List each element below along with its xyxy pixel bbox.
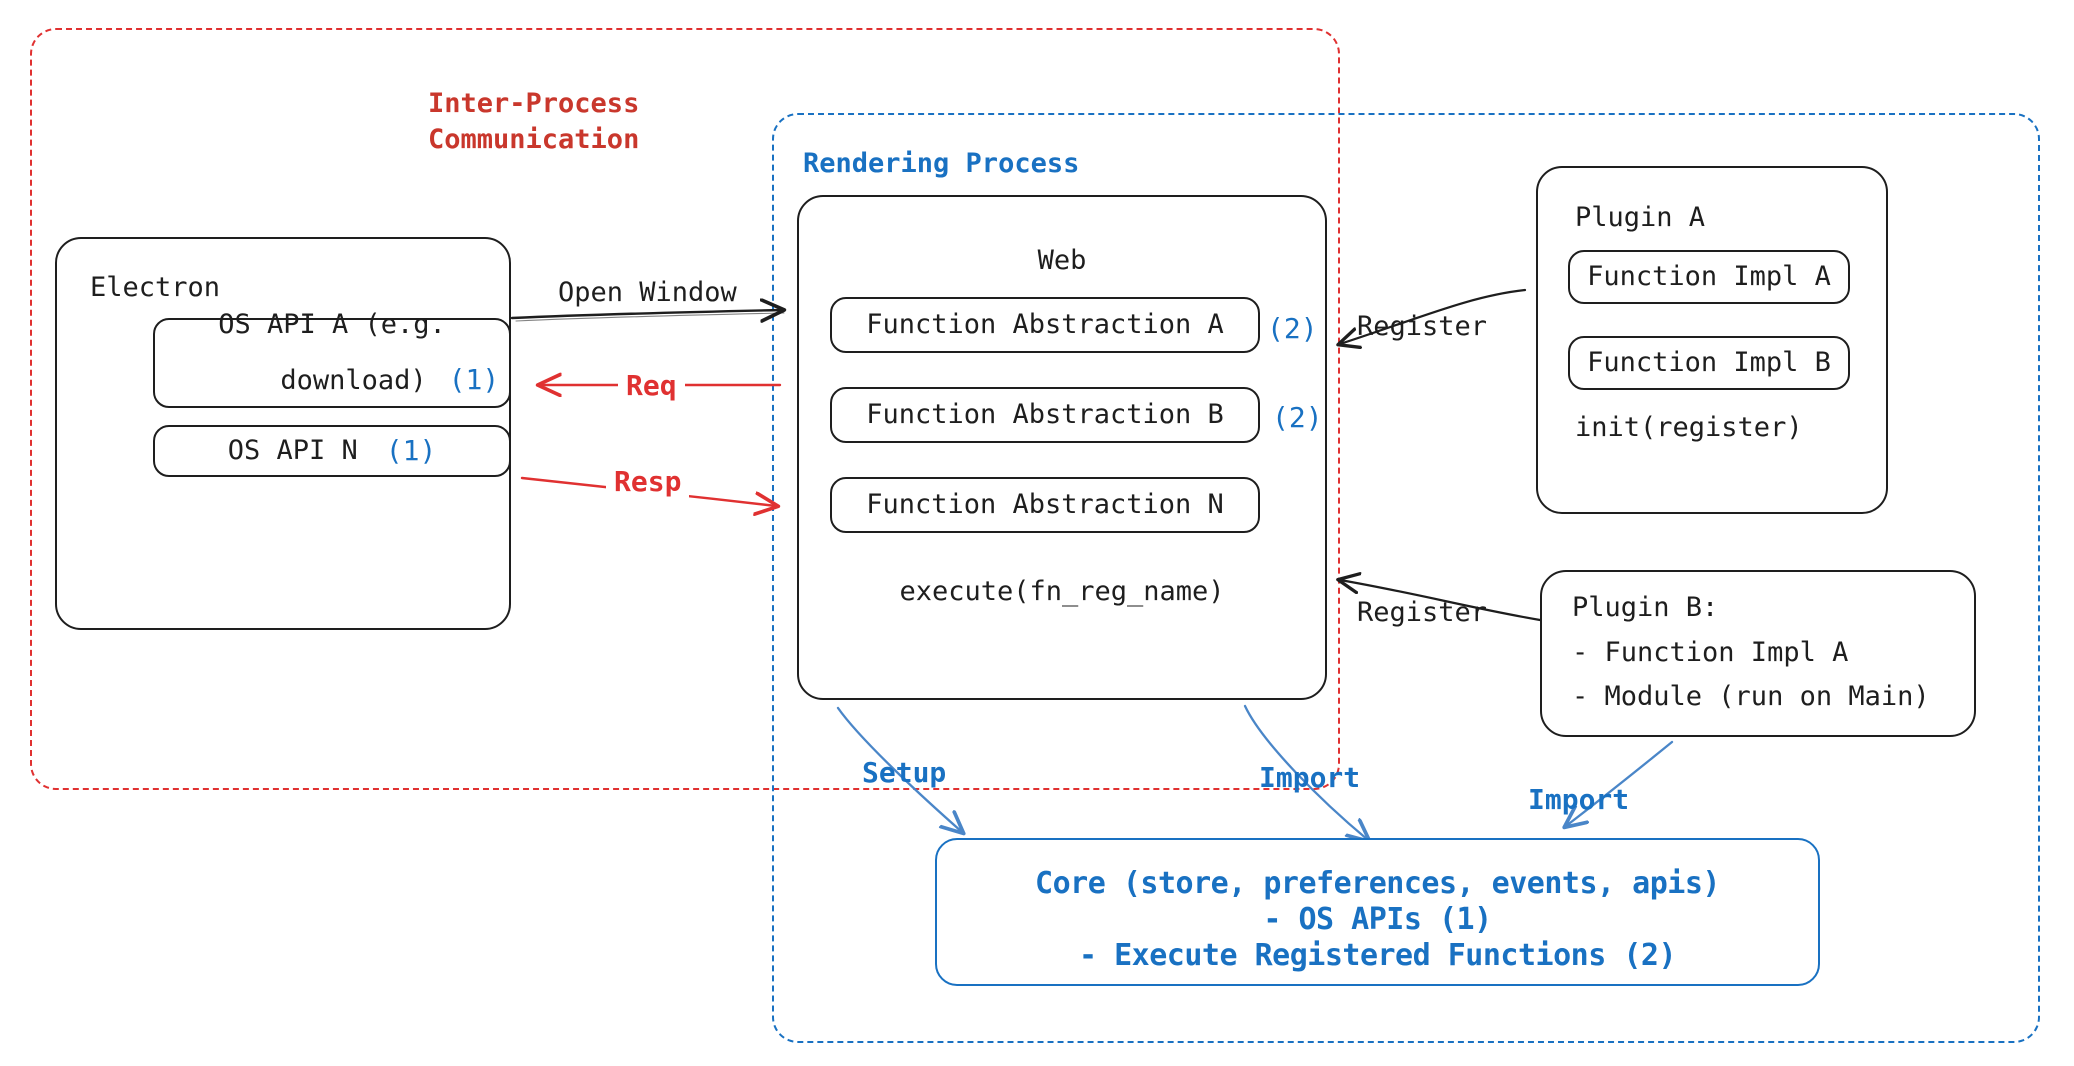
node-web-item-function-abstraction-n[interactable]: Function Abstraction N <box>830 477 1260 533</box>
node-web-item-function-abstraction-n-label: Function Abstraction N <box>866 488 1224 520</box>
node-plugin-b-line-module: - Module (run on Main) <box>1572 681 1930 712</box>
edge-label-resp: Resp <box>606 464 690 500</box>
edge-label-setup: Setup <box>862 756 947 789</box>
region-ipc-label-line1: Inter-Process <box>428 88 640 119</box>
node-plugin-a-item-function-impl-a-label: Function Impl A <box>1587 260 1831 292</box>
node-plugin-a-item-function-impl-b[interactable]: Function Impl B <box>1568 336 1850 390</box>
node-electron-item-os-api-a-line2: download) <box>280 365 427 396</box>
node-web-title: Web <box>1037 245 1087 276</box>
node-core-line-os-apis: - OS APIs (1) <box>1263 902 1492 937</box>
region-rendering-process-label: Rendering Process <box>803 148 1080 179</box>
node-core-line-main: Core (store, preferences, events, apis) <box>1035 866 1720 901</box>
node-electron-item-os-api-a-line1: OS API A (e.g. <box>218 309 446 341</box>
edge-label-import-plugin-b: Import <box>1528 783 1630 816</box>
region-inter-process-communication <box>30 28 1340 790</box>
node-plugin-a-item-function-impl-a[interactable]: Function Impl A <box>1568 250 1850 304</box>
node-web-item-function-abstraction-a-label: Function Abstraction A <box>866 308 1224 340</box>
edge-label-import-web: Import <box>1259 761 1361 794</box>
edge-label-register-plugin-b: Register <box>1357 597 1488 628</box>
node-web-item-function-abstraction-a-marker: (2) <box>1267 312 1318 345</box>
edge-label-req: Req <box>618 368 685 404</box>
node-core[interactable]: Core (store, preferences, events, apis) … <box>935 838 1820 986</box>
node-core-line-execute-registered: - Execute Registered Functions (2) <box>1078 938 1677 973</box>
edge-label-register-plugin-a: Register <box>1357 311 1488 342</box>
node-plugin-b-title: Plugin B: <box>1572 592 1719 623</box>
node-web[interactable]: Web Function Abstraction A (2) Function … <box>797 195 1327 700</box>
node-plugin-b[interactable]: Plugin B: - Function Impl A - Module (ru… <box>1540 570 1976 737</box>
node-electron-item-os-api-n-marker: (1) <box>385 434 437 468</box>
node-electron-item-os-api-n-label: OS API N <box>227 434 358 466</box>
node-web-footer-execute: execute(fn_reg_name) <box>899 576 1225 607</box>
node-plugin-a-title: Plugin A <box>1575 202 1706 233</box>
node-electron-item-os-api-n[interactable]: OS API N (1) <box>153 425 511 477</box>
node-electron-title: Electron <box>90 272 221 303</box>
edge-label-open-window: Open Window <box>558 277 737 308</box>
node-web-item-function-abstraction-b[interactable]: Function Abstraction B <box>830 387 1260 443</box>
node-web-item-function-abstraction-b-label: Function Abstraction B <box>866 398 1224 430</box>
region-rendering-process <box>772 113 2040 1043</box>
node-plugin-a-footer-init: init(register) <box>1575 412 1803 443</box>
node-electron-item-os-api-a[interactable]: OS API A (e.g. download) (1) <box>153 309 511 408</box>
node-electron[interactable]: Electron OS API A (e.g. download) (1) OS … <box>55 237 511 630</box>
region-ipc-label-line2: Communication <box>428 124 640 155</box>
node-plugin-a[interactable]: Plugin A Function Impl A Function Impl B… <box>1536 166 1888 514</box>
node-electron-item-os-api-a-marker: (1) <box>448 363 500 396</box>
node-web-item-function-abstraction-a[interactable]: Function Abstraction A <box>830 297 1260 353</box>
node-plugin-a-item-function-impl-b-label: Function Impl B <box>1587 346 1831 378</box>
node-plugin-b-line-function-impl-a: - Function Impl A <box>1572 637 1849 668</box>
node-web-item-function-abstraction-b-marker: (2) <box>1272 401 1323 434</box>
